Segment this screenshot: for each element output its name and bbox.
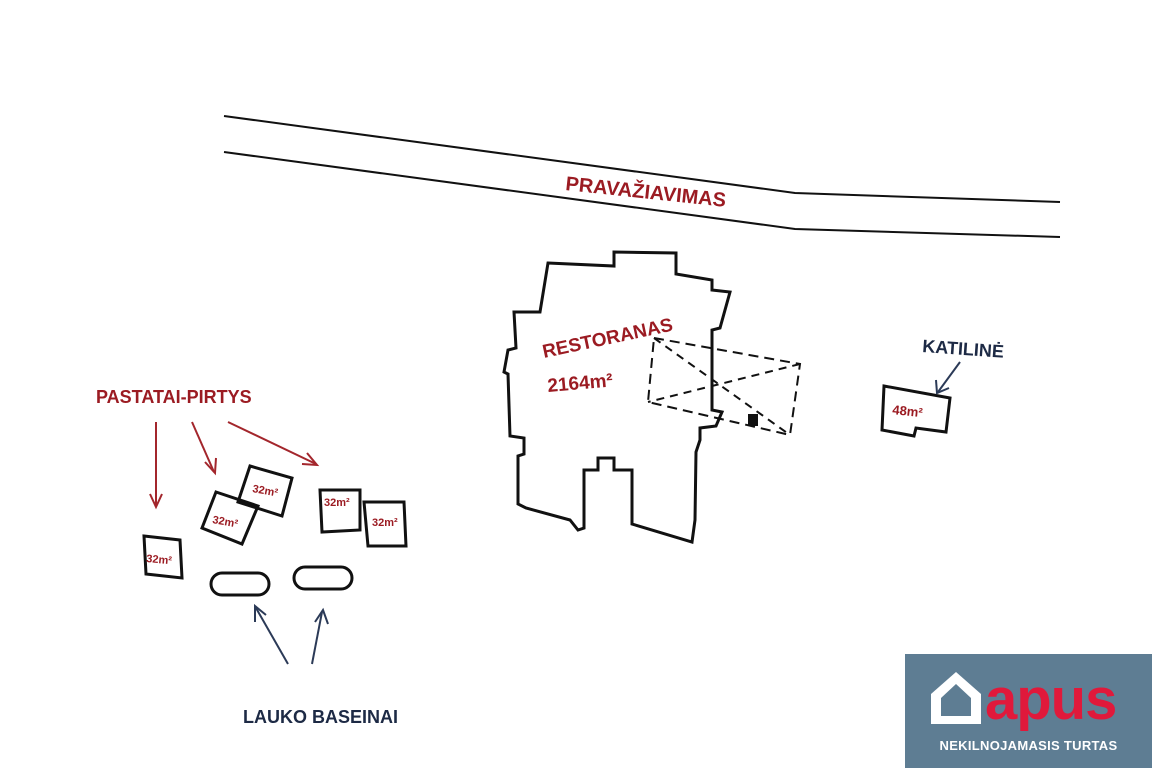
sauna-arrows [149, 421, 320, 510]
sauna-building-3 [236, 464, 294, 518]
outdoor-pool-2 [292, 565, 354, 591]
restaurant-area: 2164m² [547, 370, 614, 397]
sauna-1-area: 32m² [146, 553, 173, 567]
sauna-3-area: 32m² [251, 483, 279, 499]
sauna-building-4 [318, 488, 362, 534]
saunas-label: PASTATAI-PIRTYS [96, 387, 252, 407]
pools-label: LAUKO BASEINAI [243, 707, 398, 727]
logo-wordmark: apus [985, 667, 1117, 732]
boiler-area: 48m² [892, 402, 924, 420]
sauna-5-area: 32m² [372, 517, 398, 529]
boiler-arrow [935, 361, 961, 395]
sauna-4-area: 32m² [324, 497, 350, 509]
pool-arrows [254, 603, 329, 665]
house-icon [931, 672, 981, 724]
sauna-building-5 [362, 500, 408, 548]
restaurant-label: RESTORANAS [541, 315, 675, 363]
road-label: PRAVAŽIAVIMAS [564, 171, 727, 212]
sauna-building-1 [142, 534, 184, 580]
logo-subtitle: NEKILNOJAMASIS TURTAS [939, 738, 1118, 753]
boiler-label: KATILINĖ [922, 336, 1005, 362]
outdoor-pool-1 [209, 571, 271, 597]
sauna-building-2 [200, 490, 261, 546]
sauna-2-area: 32m² [211, 514, 239, 530]
boiler-building [880, 384, 952, 438]
restaurant-building [502, 250, 802, 544]
access-road [223, 115, 1061, 238]
apus-logo: apus NEKILNOJAMASIS TURTAS [905, 654, 1152, 768]
